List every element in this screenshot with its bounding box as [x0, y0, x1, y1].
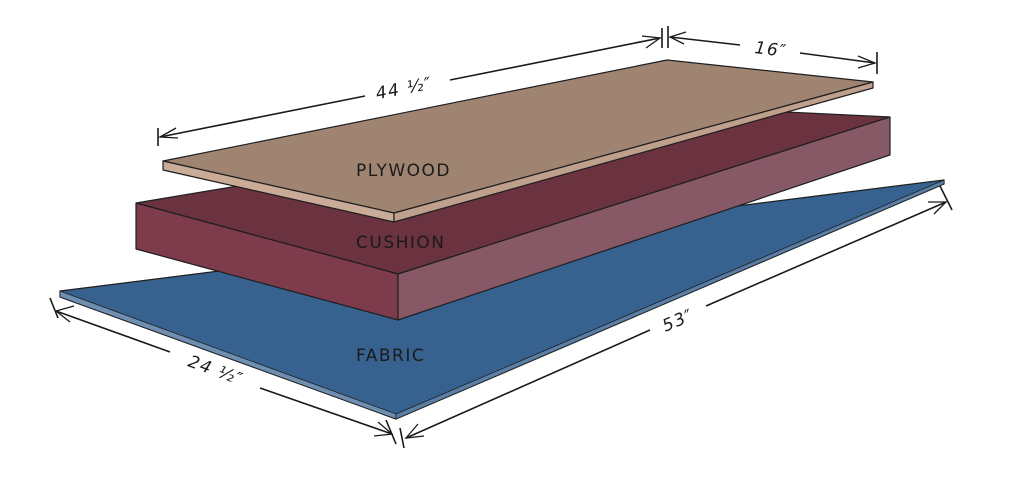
fabric-label: FABRIC [356, 346, 425, 366]
plywood-length-label: 44 ½″ [374, 74, 434, 105]
arrowhead [668, 31, 687, 45]
cushion-side-face [397, 116, 891, 321]
plywood-side-edge [393, 81, 874, 223]
cushion-label: CUSHION [356, 233, 446, 253]
extension-line [385, 419, 397, 445]
dimension-line [669, 36, 741, 46]
dimension-line [159, 95, 366, 138]
extension-line [49, 297, 59, 319]
extension-line [399, 427, 405, 449]
dimension-line [405, 329, 651, 439]
extension-line [939, 185, 953, 211]
arrowhead [157, 127, 179, 139]
arrowhead [373, 421, 394, 437]
dimension-fabric-length [399, 185, 953, 449]
arrowhead [54, 305, 75, 323]
dimension-fabric-width [49, 297, 397, 445]
fabric-length-label: 53″ [660, 305, 698, 336]
plywood-width-label: 16″ [754, 38, 789, 62]
arrowhead [641, 35, 662, 49]
dimension-line [799, 52, 876, 64]
fabric-side-edge [395, 179, 945, 420]
dimension-plywood-width [667, 26, 878, 74]
dimension-line [449, 37, 661, 81]
dimension-line [55, 310, 171, 353]
dimension-line [705, 201, 947, 307]
arrowhead [404, 423, 425, 439]
fabric-layer [59, 179, 945, 420]
dimension-plywood-length [157, 28, 663, 146]
dimension-line [259, 387, 393, 435]
cushion-layer [135, 107, 891, 321]
plywood-layer [162, 59, 874, 223]
arrowhead [857, 55, 877, 69]
plywood-label: PLYWOOD [356, 161, 451, 181]
arrowhead [928, 201, 948, 215]
